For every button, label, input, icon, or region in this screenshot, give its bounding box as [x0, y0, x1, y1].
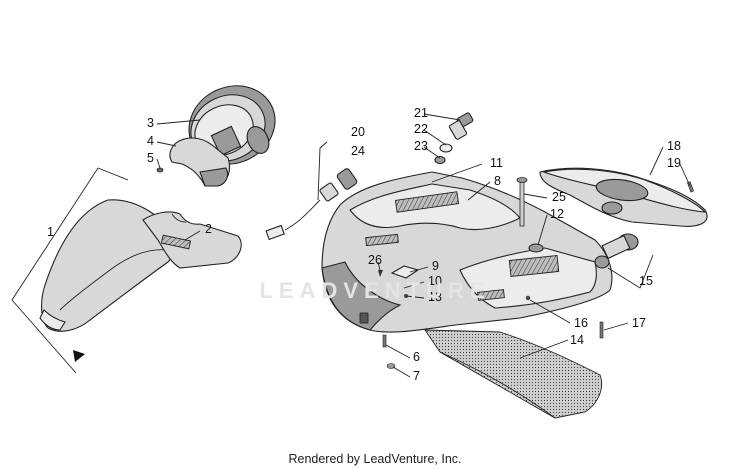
fastener-16: [525, 295, 531, 301]
hood-side-flank: [321, 261, 402, 331]
grommet-part-12: [528, 243, 544, 253]
vent-right: [508, 255, 560, 277]
headlight-bracket-foot: [199, 167, 229, 187]
screw-part-17: [599, 321, 604, 339]
base-pan-edge: [439, 351, 556, 419]
part-1-bracket: [11, 167, 129, 374]
callout-7: 7: [413, 369, 420, 383]
screw-part-5: [156, 167, 164, 173]
callout-11: 11: [490, 156, 503, 170]
callout-6: 6: [413, 350, 420, 364]
callout-22: 22: [414, 122, 428, 136]
vent-left: [365, 233, 399, 247]
arrow-marker-left: [73, 350, 85, 362]
watermark: LEADVENTURE: [259, 278, 491, 303]
front-fender-tip: [39, 309, 66, 331]
callout-13: 13: [428, 290, 442, 304]
vent-lower: [477, 289, 505, 301]
callout-3: 3: [147, 116, 154, 130]
lower-cover-notch: [171, 213, 187, 223]
callout-20: 20: [351, 125, 365, 139]
callout-15: 15: [639, 274, 653, 288]
callout-8: 8: [494, 174, 501, 188]
callout-4: 4: [147, 134, 154, 148]
callout-9: 9: [432, 259, 439, 273]
nut-part-23: [434, 155, 446, 165]
footer-credit: Rendered by LeadVenture, Inc.: [288, 452, 462, 466]
part-15-bracket: [607, 254, 654, 289]
lower-cover-vent: [160, 234, 192, 250]
bolt-part-25: [516, 177, 528, 227]
callout-17: 17: [632, 316, 646, 330]
key-switch-part-21: [448, 112, 474, 140]
callout-24: 24: [351, 144, 365, 158]
washer-part-22: [439, 143, 453, 153]
callout-14: 14: [570, 333, 584, 347]
callout-1: 1: [47, 225, 54, 239]
part-20-bracket: [317, 141, 328, 201]
vent-upper: [394, 191, 460, 213]
callout-19: 19: [667, 156, 681, 170]
leader-lines: [156, 113, 691, 378]
side-cover-recess: [595, 178, 649, 202]
fastener-left-tab: [359, 312, 369, 324]
callout-23: 23: [414, 139, 428, 153]
callout-2: 2: [205, 222, 212, 236]
callout-5: 5: [147, 151, 154, 165]
callout-26: 26: [368, 253, 382, 267]
callout-18: 18: [667, 139, 681, 153]
front-fender-edge: [59, 249, 169, 311]
base-pan-part-14: [424, 329, 603, 419]
screw-part-6: [382, 334, 387, 348]
ignition-harness-part-20: [265, 168, 358, 241]
callout-10: 10: [428, 274, 442, 288]
callout-16: 16: [574, 316, 588, 330]
clip-part-26: [378, 270, 383, 277]
side-cover-recess-2: [601, 201, 623, 215]
callout-25: 25: [552, 190, 566, 204]
knob-part-15: [594, 233, 639, 269]
callout-21: 21: [414, 106, 428, 120]
lower-cover-part-2: [142, 211, 242, 269]
callout-12: 12: [550, 207, 564, 221]
